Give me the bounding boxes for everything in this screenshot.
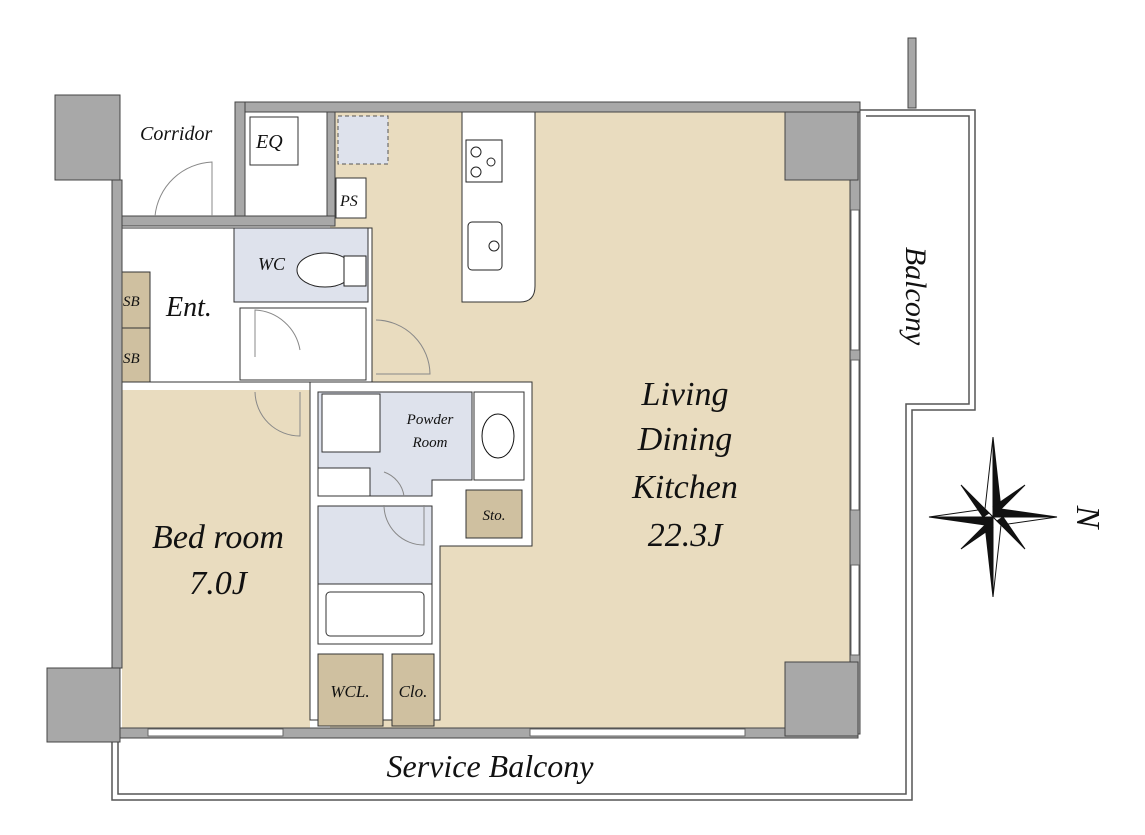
balcony-post [907, 37, 917, 109]
eq-box [249, 116, 299, 166]
closet [391, 653, 435, 727]
bathtub [325, 591, 425, 637]
corridor-label: Corridor [140, 123, 212, 145]
toilet-tank [343, 255, 367, 287]
ldk-label-3: Kitchen [631, 469, 738, 506]
powder-room-label-2: Room [412, 435, 448, 451]
balcony-outline [111, 109, 976, 801]
north-label: N [1069, 505, 1106, 531]
service-balcony-label: Service Balcony [387, 748, 595, 784]
compass-icon [928, 436, 1058, 598]
wc-label: WC [258, 254, 286, 274]
bedroom-label: Bed room [152, 519, 284, 556]
windows [147, 209, 860, 737]
entrance-label: Ent. [165, 292, 212, 323]
bedroom-size: 7.0J [189, 565, 249, 602]
walk-in-closet [317, 653, 384, 727]
stove-icon [465, 139, 503, 183]
ps-shaft [335, 177, 367, 219]
sink-icon [481, 413, 515, 459]
storage-closet [465, 489, 523, 539]
shoe-box-label-1: SB [123, 294, 140, 310]
ldk-size: 22.3J [648, 517, 725, 554]
kitchen-sink-icon [467, 221, 503, 271]
washing-machine [321, 393, 381, 453]
shelf [317, 467, 371, 497]
ldk-label-1: Living [641, 376, 729, 413]
eq-label: EQ [255, 131, 283, 153]
storage-label: Sto. [483, 508, 506, 524]
balcony-label: Balcony [899, 247, 932, 346]
bathroom [317, 505, 433, 585]
wcl-label: WCL. [330, 682, 369, 701]
bedroom-floor [122, 390, 310, 730]
fridge-space [337, 115, 389, 165]
powder-room-label-1: Powder [406, 412, 454, 428]
shoe-box-label-2: SB [123, 351, 140, 367]
ps-label: PS [339, 193, 358, 210]
hall-closet [239, 307, 367, 381]
door-swings [154, 161, 431, 546]
shoe-box-2 [121, 327, 151, 383]
ldk-label-2: Dining [637, 421, 732, 458]
clo-label: Clo. [399, 682, 428, 701]
